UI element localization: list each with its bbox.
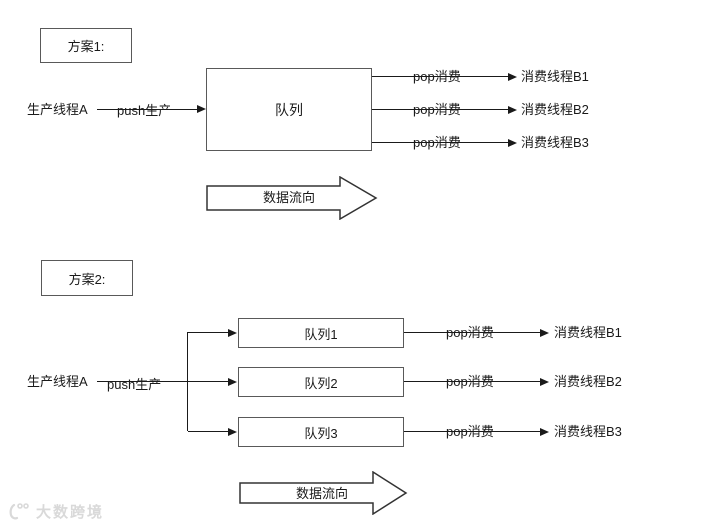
scheme2-pop-arrowhead-2-icon	[540, 378, 549, 386]
watermark-text: 大数跨境	[36, 504, 105, 521]
scheme1-push-line	[97, 109, 198, 110]
watermark-logo-icon	[9, 502, 29, 519]
scheme2-branch-line-bottom	[188, 431, 229, 432]
scheme2-consumer-1: 消费线程B1	[554, 325, 622, 340]
scheme1-consumer-1: 消费线程B1	[521, 69, 589, 84]
scheme2-branch-arrowhead-1-icon	[228, 329, 237, 337]
watermark: 大数跨境	[8, 501, 104, 522]
scheme1-pop-label-1: pop消费	[413, 69, 461, 84]
scheme1-consumer-3: 消费线程B3	[521, 135, 589, 150]
scheme1-pop-line-2	[372, 109, 509, 110]
scheme1-pop-line-3	[372, 142, 509, 143]
scheme1-push-arrowhead-icon	[197, 105, 206, 113]
scheme1-title: 方案1:	[67, 39, 105, 54]
scheme2-queue-box-1: 队列1	[238, 318, 404, 348]
scheme2-branch-arrowhead-3-icon	[228, 428, 237, 436]
scheme1-push-label: push生产	[117, 103, 172, 118]
scheme2-consumer-2: 消费线程B2	[554, 374, 622, 389]
scheme1-consumer-2: 消费线程B2	[521, 102, 589, 117]
scheme2-pop-label-3: pop消费	[446, 424, 494, 439]
scheme2-queue-label-1: 队列1	[304, 326, 338, 342]
scheme2-branch-arrowhead-2-icon	[228, 378, 237, 386]
scheme2-queue-box-2: 队列2	[238, 367, 404, 397]
scheme2-title: 方案2:	[68, 271, 106, 287]
scheme1-pop-arrowhead-3-icon	[508, 139, 517, 147]
scheme1-producer-label: 生产线程A	[27, 102, 88, 117]
scheme1-pop-line-1	[372, 76, 509, 77]
scheme1-queue-box: 队列	[206, 68, 372, 151]
scheme1-dataflow-label: 数据流向	[262, 190, 315, 205]
scheme1-pop-label-2: pop消费	[413, 102, 461, 117]
scheme2-producer-label: 生产线程A	[27, 374, 88, 389]
scheme1-pop-label-3: pop消费	[413, 135, 461, 150]
scheme2-pop-arrowhead-1-icon	[540, 329, 549, 337]
scheme2-pop-arrowhead-3-icon	[540, 428, 549, 436]
scheme2-consumer-3: 消费线程B3	[554, 424, 622, 439]
scheme2-pop-line-2	[404, 381, 541, 382]
scheme2-dataflow-arrow-icon	[239, 471, 408, 515]
scheme1-pop-arrowhead-2-icon	[508, 106, 517, 114]
scheme2-queue-label-2: 队列2	[304, 375, 338, 391]
scheme2-dataflow-label: 数据流向	[295, 486, 348, 501]
scheme2-pop-label-1: pop消费	[446, 325, 494, 340]
scheme2-pop-line-3	[404, 431, 541, 432]
scheme2-pop-label-2: pop消费	[446, 374, 494, 389]
scheme1-pop-arrowhead-1-icon	[508, 73, 517, 81]
scheme2-pop-line-1	[404, 332, 541, 333]
scheme2-push-label: push生产	[107, 377, 162, 392]
scheme2-branch-line-top	[188, 332, 229, 333]
scheme1-queue-label: 队列	[275, 101, 303, 118]
scheme2-title-box: 方案2:	[41, 260, 133, 296]
scheme2-queue-box-3: 队列3	[238, 417, 404, 447]
scheme1-title-box: 方案1:	[40, 28, 132, 63]
scheme1-dataflow-arrow-icon	[206, 176, 378, 220]
scheme2-queue-label-3: 队列3	[304, 425, 338, 441]
scheme2-branch-vline	[187, 332, 188, 431]
scheme2-push-line	[97, 381, 228, 382]
